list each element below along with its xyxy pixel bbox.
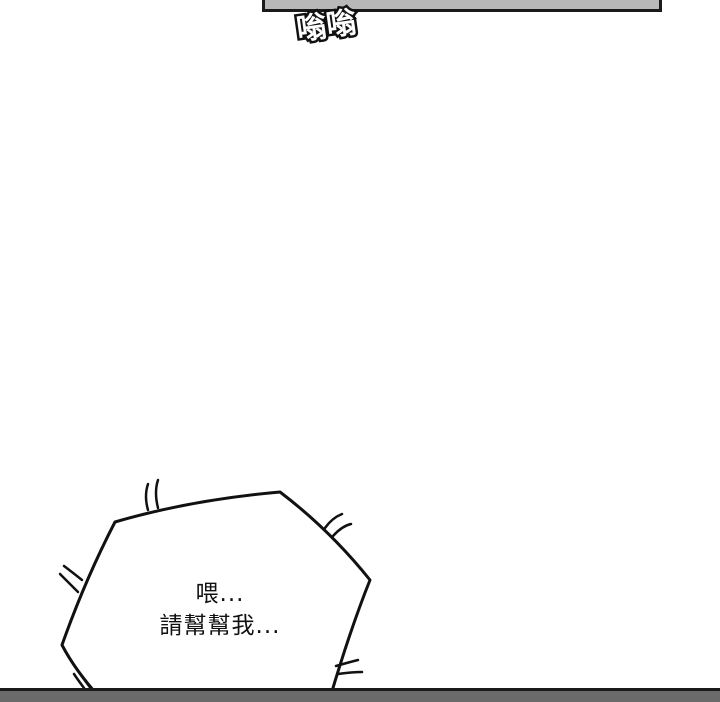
- speech-bubble-text: 喂... 請幫幫我...: [140, 578, 300, 642]
- spiky-speech-bubble-icon: [58, 478, 372, 700]
- speech-bubble: 喂... 請幫幫我...: [40, 470, 400, 700]
- bottom-panel: [0, 688, 720, 702]
- top-panel: [262, 0, 662, 12]
- sound-effect-text: 嗡嗡: [294, 5, 359, 44]
- speech-line-2: 請幫幫我...: [159, 613, 281, 639]
- buzz-sound-effect: 嗡嗡: [292, 0, 388, 44]
- speech-line-1: 喂...: [195, 581, 245, 607]
